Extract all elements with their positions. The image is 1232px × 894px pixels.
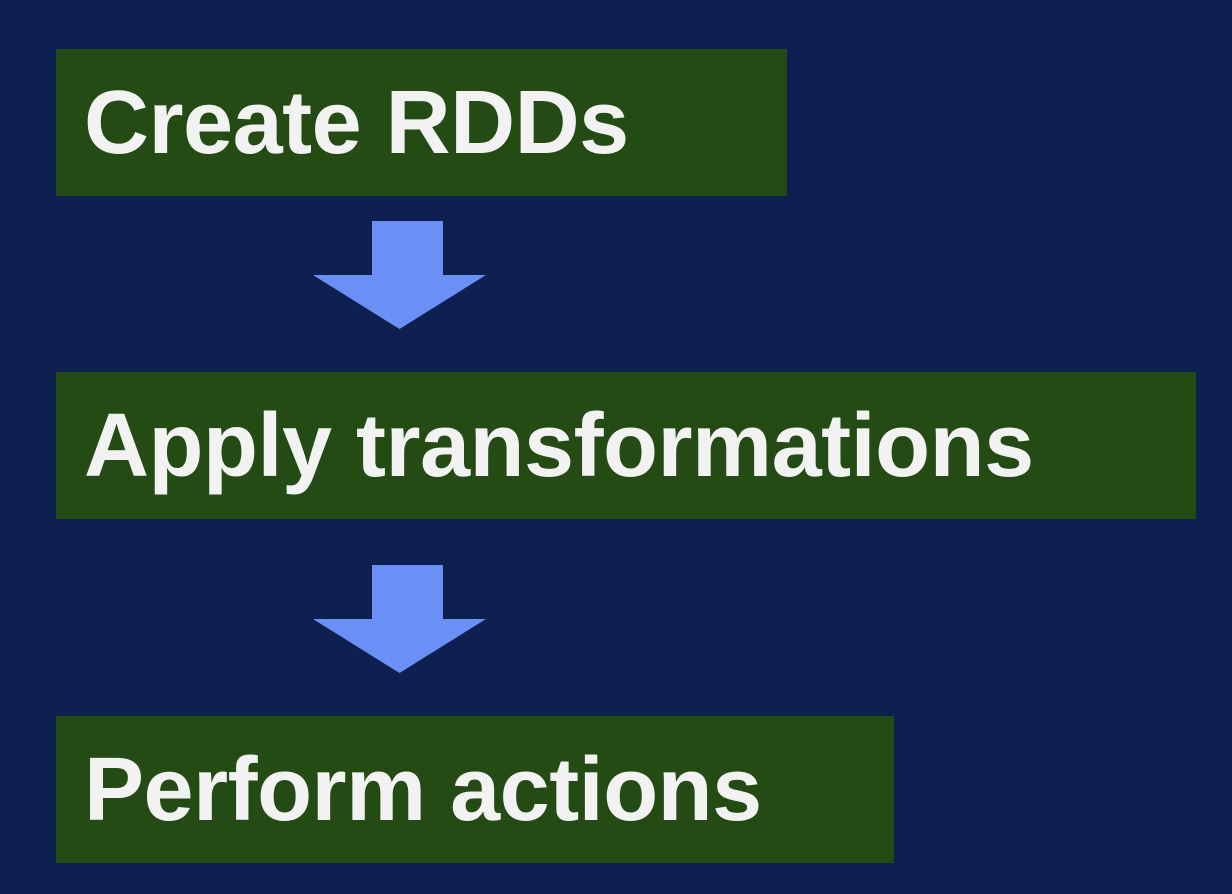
arrow-shape	[313, 565, 486, 673]
step-label: Create RDDs	[84, 72, 629, 173]
step-create-rdds: Create RDDs	[56, 49, 787, 196]
down-arrow-icon	[313, 221, 486, 329]
step-apply-transformations: Apply transformations	[56, 372, 1196, 519]
down-arrow-icon	[313, 565, 486, 673]
step-label: Perform actions	[84, 739, 762, 840]
step-perform-actions: Perform actions	[56, 716, 894, 863]
arrow-shape	[313, 221, 486, 329]
step-label: Apply transformations	[84, 395, 1034, 496]
